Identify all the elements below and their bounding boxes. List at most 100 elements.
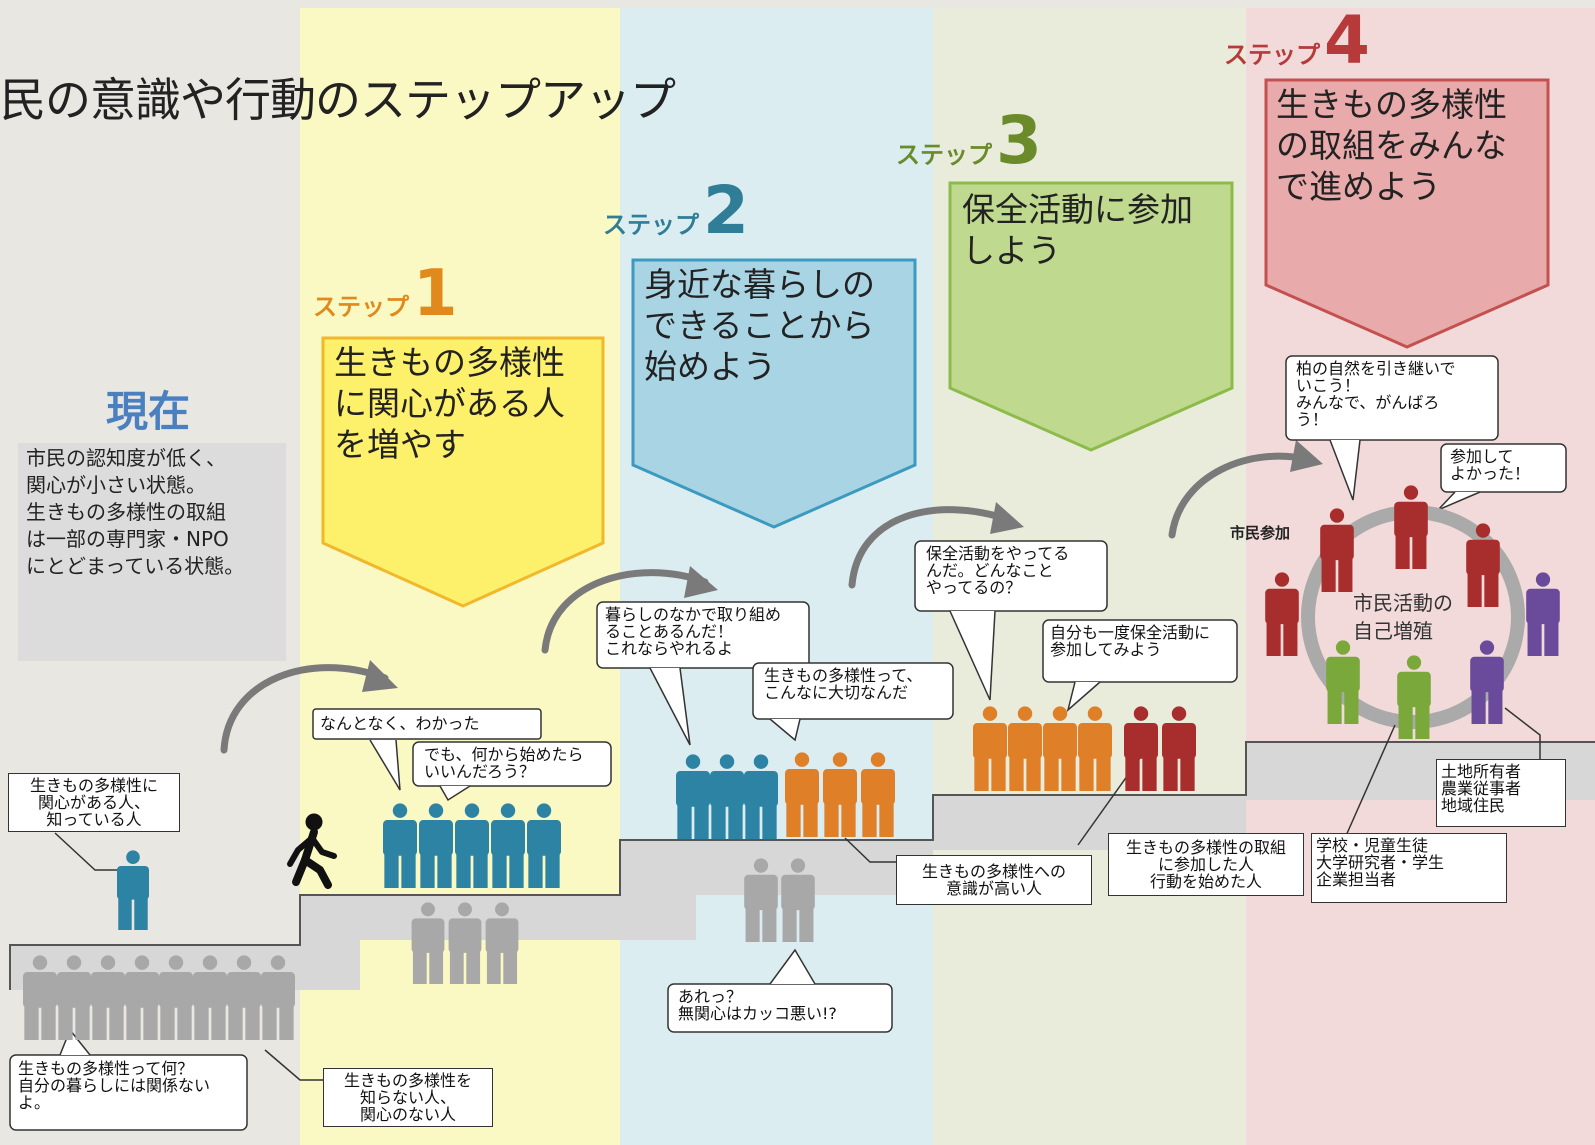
label-landowners: 土地所有者 農業従事者 地域住民 (1436, 759, 1566, 827)
person-icon (261, 955, 295, 1040)
bubble-nani (9, 1054, 248, 1131)
person-icon (1470, 640, 1504, 724)
person-icon (744, 754, 778, 839)
bubble-nantonaku-tail (369, 739, 401, 791)
bubble-kurashi-tail (649, 667, 691, 746)
bubble-jibun-tail (1066, 681, 1101, 713)
person-icon (455, 803, 489, 888)
bubble-hozen-tail (949, 610, 996, 701)
person-icon (1265, 572, 1299, 656)
bubble-nantonaku (312, 708, 542, 740)
label-citizen-participation: 市民参加 (1230, 524, 1291, 542)
current-description: 市民の認知度が低く、 関心が小さい状態。 生きもの多様性の取組 は一部の専門家・… (18, 443, 286, 661)
person-icon (676, 754, 710, 839)
person-icon (1466, 523, 1500, 607)
bubble-hozen (914, 540, 1108, 612)
person-icon (227, 955, 261, 1040)
step1-label: ステップ1 (313, 262, 458, 326)
step2-goal-box (631, 258, 917, 529)
person-icon (1078, 706, 1112, 791)
person-icon (1394, 485, 1428, 569)
people (23, 485, 1560, 1040)
step4-goal-box (1264, 78, 1550, 349)
step3-goal-text: 保全活動に参加 しよう (962, 190, 1193, 270)
person-icon (823, 752, 857, 837)
bubble-demo-text: でも、何から始めたら いいんだろう？ (424, 745, 584, 781)
person-icon (1326, 640, 1360, 724)
step2-label: ステップ2 (603, 178, 749, 244)
bubble-sanka (1440, 443, 1567, 493)
bubble-nani-text: 生きもの多様性って何？ 自分の暮らしには関係ない よ。 (18, 1059, 211, 1112)
label-connectors (54, 707, 1541, 1081)
speech-bubbles (9, 355, 1567, 1131)
person-icon (57, 955, 91, 1040)
person-icon (1008, 706, 1042, 791)
person-icon (1124, 706, 1158, 791)
person-icon (159, 955, 193, 1040)
bubble-sanka-tail (1437, 491, 1481, 511)
person-icon (491, 803, 525, 888)
person-icon (861, 752, 895, 837)
person-icon (1397, 655, 1431, 739)
person-icon (419, 803, 453, 888)
step2-number: 2 (703, 172, 749, 249)
person-icon (1043, 706, 1077, 791)
bubble-taisetsu-tail (769, 718, 801, 742)
label-interested: 生きもの多様性に 関心がある人、 知っている人 (8, 773, 180, 832)
label-circle: 市民活動の 自己増殖 (1353, 591, 1453, 643)
person-icon (744, 858, 778, 942)
step4-number: 4 (1324, 2, 1370, 79)
person-icon (411, 902, 445, 984)
person-icon (91, 955, 125, 1040)
label-participated: 生きもの多様性の取組 に参加した人 行動を始めた人 (1108, 833, 1304, 896)
person-icon (785, 752, 819, 837)
staircase-outline (9, 741, 1595, 990)
curved-arrow-icon (220, 452, 1314, 754)
arrow-heads (362, 440, 1323, 692)
person-icon (125, 955, 159, 1040)
step3-label-text: ステップ (896, 141, 992, 169)
person-icon (193, 955, 227, 1040)
step1-label-text: ステップ (313, 293, 409, 321)
person-icon (781, 858, 815, 942)
page-title: 民の意識や行動のステップアップ (0, 73, 676, 127)
person-icon (1320, 508, 1354, 592)
bubble-kurashi (596, 601, 810, 669)
bubble-kashiwa (1285, 355, 1499, 441)
step3-number: 3 (996, 102, 1042, 179)
bubble-are-text: あれっ？ 無関心はカッコ悪い!? (678, 987, 837, 1023)
person-icon (23, 955, 57, 1040)
person-icon (117, 850, 149, 930)
bubble-demo (412, 741, 612, 787)
person-icon (383, 803, 417, 888)
step2-label-text: ステップ (603, 211, 699, 239)
bubble-taisetsu-text: 生きもの多様性って、 こんなに大切なんだ (764, 666, 923, 702)
bubble-kashiwa-text: 柏の自然を引き継いで いこう！ みんなで、がんばろ う！ (1296, 359, 1456, 429)
bubble-demo-tail (439, 785, 471, 802)
bubble-kashiwa-tail (1329, 439, 1361, 501)
label-schools: 学校・児童生徒 大学研究者・学生 企業担当者 (1311, 833, 1507, 903)
current-heading: 現在 (106, 387, 191, 436)
bubble-nantonaku-text: なんとなく、わかった (320, 714, 480, 733)
step3-label: ステップ3 (896, 108, 1042, 174)
step4-label-text: ステップ (1224, 41, 1320, 69)
step3-goal-box (948, 181, 1234, 452)
bubble-sanka-text: 参加して よかった！ (1450, 447, 1531, 483)
step2-goal-text: 身近な暮らしの できることから 始めよう (644, 265, 875, 386)
bubble-jibun (1042, 619, 1238, 683)
person-icon (1526, 572, 1560, 656)
bubble-are-tail (769, 948, 816, 985)
label-unaware: 生きもの多様性を 知らない人、 関心のない人 (323, 1068, 493, 1127)
label-high-awareness: 生きもの多様性への 意識が高い人 (896, 855, 1092, 905)
bubble-hozen-text: 保全活動をやってる んだ。どんなこと やってるの？ (926, 544, 1070, 597)
step1-goal-box (321, 336, 605, 608)
walking-person-icon (287, 813, 337, 889)
person-icon (1162, 706, 1196, 791)
step1-goal-text: 生きもの多様性 に関心がある人 を増やす (334, 343, 565, 464)
bubble-jibun-text: 自分も一度保全活動に 参加してみよう (1050, 623, 1211, 659)
bubble-taisetsu (752, 662, 954, 720)
bubble-kurashi-text: 暮らしのなかで取り組め ることあるんだ！ これならやれるよ (605, 605, 782, 658)
step1-number: 1 (413, 257, 458, 331)
person-icon (448, 902, 482, 984)
